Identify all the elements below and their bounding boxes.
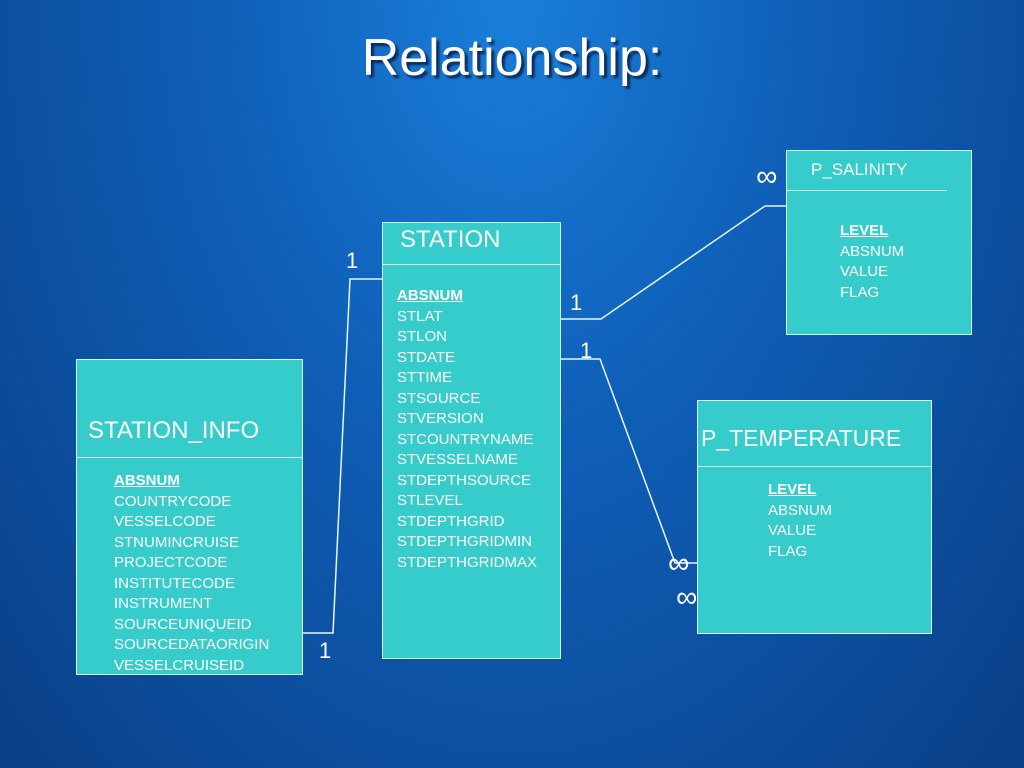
field-station-stdepthsource: STDEPTHSOURCE: [397, 471, 532, 489]
field-salinity-absnum: ABSNUM: [840, 242, 905, 260]
field-station-stlat: STLAT: [397, 307, 443, 325]
field-station-stvesselname: STVESSELNAME: [397, 451, 518, 468]
entity-p-temperature-header: P_TEMPERATURE: [698, 401, 931, 467]
link-station-temperature: [561, 358, 698, 564]
field-info-absnum: ABSNUM: [114, 472, 180, 489]
field-station-absnum: ABSNUM: [397, 287, 463, 304]
entity-station-name: STATION: [400, 226, 501, 253]
field-temperature-level: LEVEL: [768, 481, 817, 498]
cardinality-station-one: 1: [346, 248, 359, 273]
field-info-projectcode: PROJECTCODE: [114, 554, 228, 571]
entity-station[interactable]: STATION ABSNUM STLAT STLON STDATE STTIME…: [382, 222, 561, 659]
entity-station-info-name: STATION_INFO: [88, 417, 260, 444]
entity-p-salinity-header: P_SALINITY: [787, 151, 947, 191]
field-station-stlevel: STLEVEL: [397, 492, 463, 509]
entity-station-info-fields: ABSNUM COUNTRYCODE VESSELCODE STNUMINCRU…: [114, 471, 269, 676]
field-station-stdepthgridmax: STDEPTHGRIDMAX: [397, 553, 538, 571]
slide-title: Relationship:: [361, 29, 663, 87]
entity-station-info[interactable]: STATION_INFO ABSNUM COUNTRYCODE VESSELCO…: [76, 359, 303, 675]
entity-p-temperature-fields: LEVEL ABSNUM VALUE FLAG: [768, 480, 832, 562]
field-temperature-absnum: ABSNUM: [768, 501, 833, 519]
field-station-stversion: STVERSION: [397, 410, 484, 427]
field-info-institutecode: INSTITUTECODE: [114, 574, 235, 592]
cardinality-salinity-many: ∞: [756, 160, 778, 193]
field-info-sourcedataorigin: SOURCEDATAORIGIN: [114, 636, 270, 653]
field-station-stdepthgrid: STDEPTHGRID: [397, 512, 505, 530]
entity-station-header: STATION: [383, 223, 560, 265]
entity-station-info-header: STATION_INFO: [77, 360, 302, 458]
entity-p-salinity-fields: LEVEL ABSNUM VALUE FLAG: [840, 221, 904, 303]
field-info-vesselcode: VESSELCODE: [114, 513, 216, 530]
link-info-station: [303, 278, 383, 634]
entity-p-salinity-name: P_SALINITY: [811, 160, 908, 179]
cardinality-station-temperature-one: 1: [580, 338, 593, 363]
field-station-stdepthgridmin: STDEPTHGRIDMIN: [397, 533, 532, 550]
cardinality-temperature-many-1: ∞: [668, 547, 690, 580]
field-temperature-flag: FLAG: [768, 542, 808, 560]
entity-station-fields: ABSNUM STLAT STLON STDATE STTIME STSOURC…: [397, 286, 537, 573]
field-station-stsource: STSOURCE: [397, 389, 481, 407]
field-info-stnumincruise: STNUMINCRUISE: [114, 533, 240, 551]
field-temperature-value: VALUE: [768, 522, 817, 539]
field-station-stcountryname: STCOUNTRYNAME: [397, 430, 534, 448]
field-station-stdate: STDATE: [397, 348, 456, 366]
field-info-countrycode: COUNTRYCODE: [114, 492, 232, 510]
entity-p-temperature-name: P_TEMPERATURE: [701, 425, 902, 451]
field-info-instrument: INSTRUMENT: [114, 595, 213, 612]
field-salinity-flag: FLAG: [840, 283, 880, 301]
entity-p-temperature[interactable]: P_TEMPERATURE LEVEL ABSNUM VALUE FLAG: [697, 400, 932, 634]
link-station-salinity: [561, 205, 787, 320]
field-station-stlon: STLON: [397, 328, 448, 345]
field-salinity-value: VALUE: [840, 263, 889, 280]
cardinality-temperature-many-2: ∞: [676, 581, 698, 614]
field-info-sourceuniqueid: SOURCEUNIQUEID: [114, 615, 252, 633]
field-info-vesselcruiseid: VESSELCRUISEID: [114, 656, 245, 674]
field-salinity-level: LEVEL: [840, 222, 889, 239]
cardinality-station-salinity-one: 1: [570, 290, 583, 315]
field-station-sttime: STTIME: [397, 369, 452, 386]
cardinality-info-one: 1: [319, 638, 332, 663]
entity-p-salinity[interactable]: P_SALINITY LEVEL ABSNUM VALUE FLAG: [786, 150, 972, 335]
